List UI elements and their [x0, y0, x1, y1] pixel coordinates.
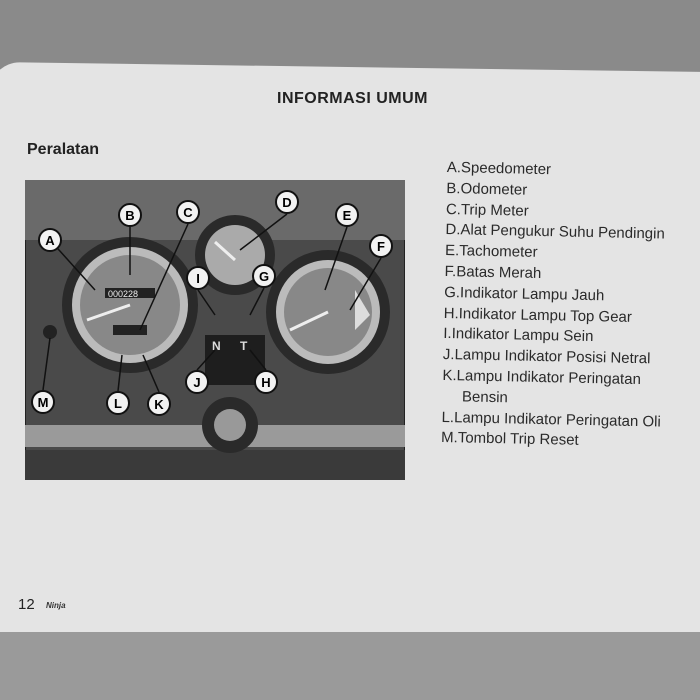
svg-text:G: G	[259, 269, 269, 284]
odometer-reading: 000228	[108, 289, 138, 299]
legend-text: Alat Pengukur Suhu Pendingin	[460, 221, 665, 243]
legend-letter: C.	[445, 200, 462, 218]
legend-letter: K.	[442, 366, 457, 385]
svg-text:J: J	[193, 375, 200, 390]
callout-b: B	[118, 203, 142, 227]
svg-text:L: L	[114, 396, 122, 411]
legend-letter: B.	[446, 179, 461, 198]
brand-footer: Ninja	[46, 601, 66, 610]
svg-text:D: D	[282, 195, 291, 210]
legend-text: Batas Merah	[456, 263, 542, 282]
legend-letter: H.	[443, 304, 459, 322]
legend-letter: M.	[440, 429, 458, 447]
svg-text:F: F	[377, 239, 385, 254]
callout-i: I	[186, 266, 210, 290]
svg-text:B: B	[125, 208, 134, 223]
legend-text: Tachometer	[459, 242, 538, 262]
legend-letter: F.	[444, 262, 457, 281]
callout-l: L	[106, 391, 130, 415]
legend-text: Indikator Lampu Jauh	[459, 284, 605, 305]
background-surface	[0, 632, 700, 700]
legend-text: Indikator Lampu Sein	[451, 325, 594, 346]
legend-letter: E.	[444, 242, 460, 260]
legend-text: Odometer	[460, 180, 528, 199]
svg-text:E: E	[343, 208, 352, 223]
callout-g: G	[252, 264, 276, 288]
svg-text:C: C	[183, 205, 193, 220]
legend-text: Tombol Trip Reset	[457, 429, 579, 450]
legend-letter: D.	[445, 221, 461, 239]
legend-letter: A.	[446, 158, 462, 177]
svg-text:M: M	[38, 395, 49, 410]
legend-text: Lampu Indikator Posisi Netral	[454, 346, 651, 368]
instrument-panel-photo: 000228 N T A B C D E F G H I J K L M	[25, 180, 405, 480]
svg-text:A: A	[45, 233, 55, 248]
callout-c: C	[176, 200, 200, 224]
legend-text: Indikator Lampu Top Gear	[458, 304, 633, 326]
svg-text:I: I	[196, 271, 200, 286]
tachometer	[266, 250, 390, 374]
trip-reset-knob	[43, 325, 57, 339]
callout-f: F	[369, 234, 393, 258]
page-number: 12	[18, 596, 35, 613]
page-title: INFORMASI UMUM	[277, 90, 428, 107]
legend-letter: L.	[441, 408, 455, 426]
callout-a: A	[38, 228, 62, 252]
callout-d: D	[275, 190, 299, 214]
neutral-indicator: N	[212, 339, 221, 353]
legend-letter: G.	[444, 283, 461, 302]
speedometer: 000228	[62, 237, 198, 373]
top-gear-indicator: T	[240, 339, 248, 353]
legend-letter: J.	[442, 346, 455, 364]
legend-text: Speedometer	[460, 159, 552, 179]
callout-k: K	[147, 392, 171, 416]
section-title: Peralatan	[27, 141, 100, 158]
legend-text: Lampu Indikator Peringatan	[456, 367, 642, 389]
svg-text:K: K	[154, 397, 164, 412]
legend-text: Trip Meter	[460, 200, 529, 220]
callout-h: H	[254, 370, 278, 394]
callout-e: E	[335, 203, 359, 227]
callout-j: J	[185, 370, 209, 394]
callout-m: M	[31, 390, 55, 414]
legend-text: Lampu Indikator Peringatan Oli	[453, 408, 662, 431]
svg-text:H: H	[261, 375, 270, 390]
